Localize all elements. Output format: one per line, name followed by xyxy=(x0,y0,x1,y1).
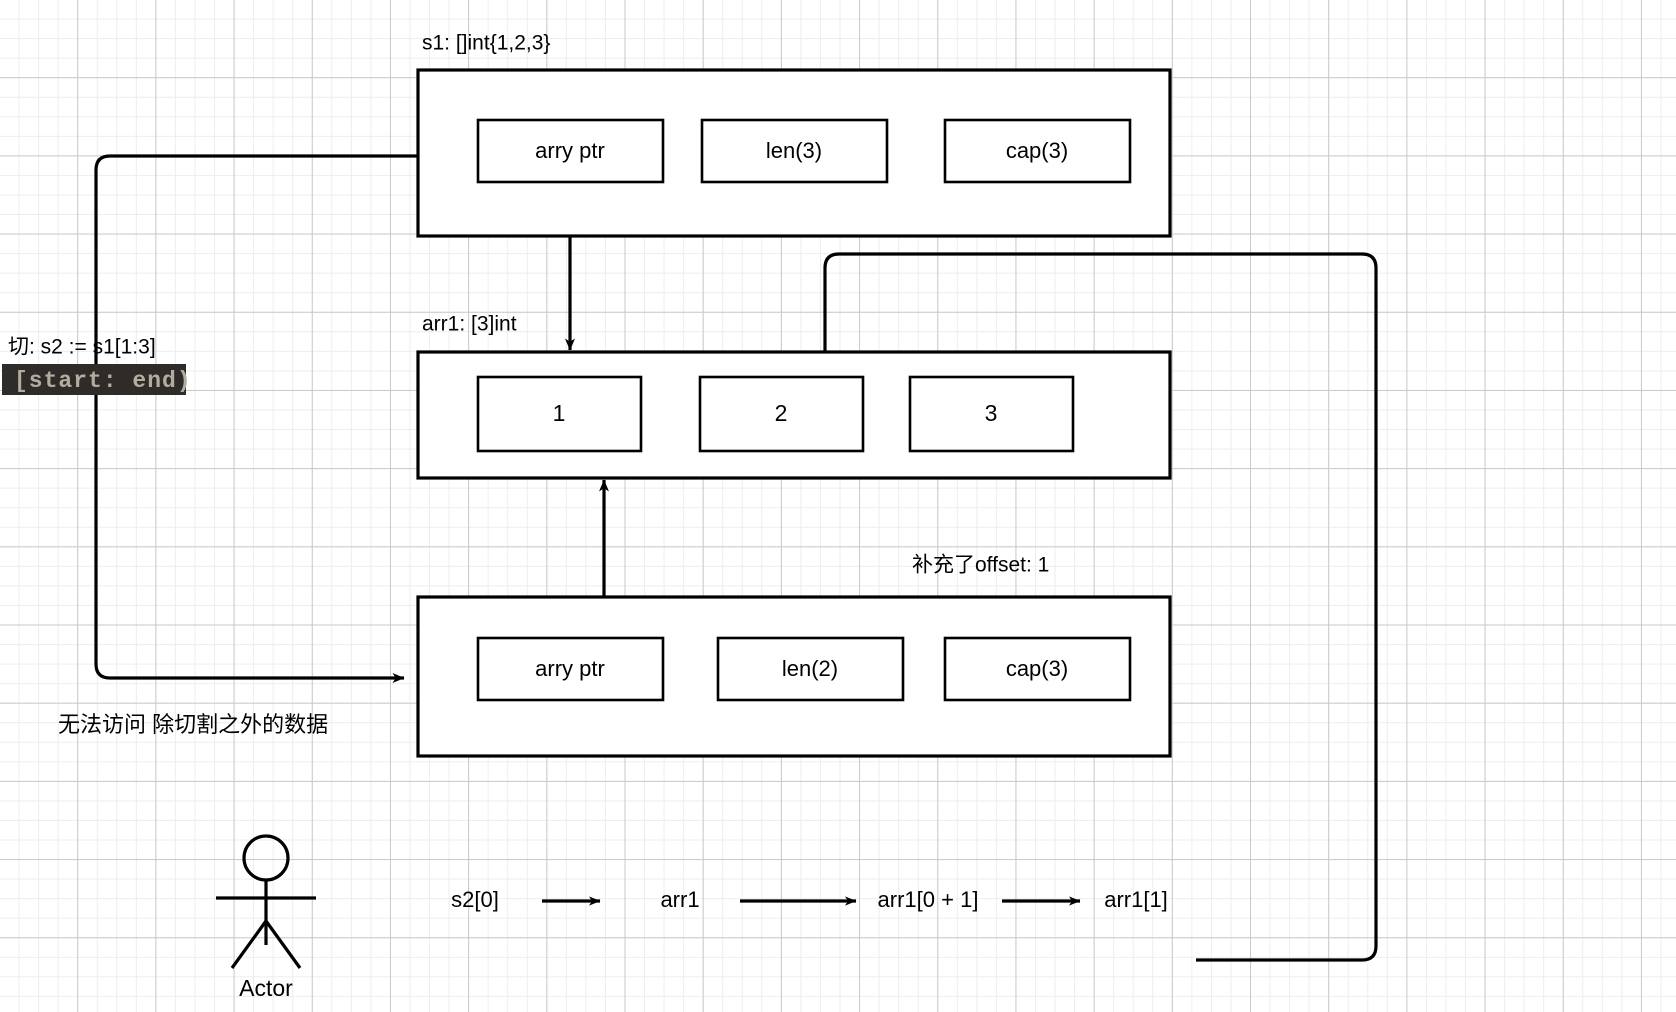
arr1-box-title: arr1: [3]int xyxy=(422,313,517,336)
connector-right-loop-to-arr1-cell2 xyxy=(820,252,1378,962)
arr1-cell-1-value: 2 xyxy=(775,400,788,426)
flow-step-2-label: arr1[0 + 1] xyxy=(878,887,979,912)
start-end-highlight-label: [start: end) xyxy=(14,368,192,394)
flow-step-1-label: arr1 xyxy=(660,887,699,912)
s2-cell-len-label: len(2) xyxy=(782,656,838,681)
s2-cell-arry-ptr-label: arry ptr xyxy=(535,656,605,681)
start-end-highlight: [start: end) xyxy=(2,364,192,395)
s1-cell-arry-ptr-label: arry ptr xyxy=(535,138,605,163)
s1-cell-arry-ptr[interactable]: arry ptr xyxy=(476,118,665,184)
actor-label: Actor xyxy=(239,975,293,1001)
arr1-cell-1[interactable]: 2 xyxy=(698,375,865,453)
s2-cell-arry-ptr-rect xyxy=(476,636,665,702)
slice-expression-note: 切: s2 := s1[1:3] xyxy=(8,336,156,359)
s1-cell-cap-label: cap(3) xyxy=(1006,138,1068,163)
flow-step-3-label: arr1[1] xyxy=(1104,887,1168,912)
s2-slice-header-box[interactable]: arry ptr len(2) cap(3) xyxy=(416,595,1172,758)
s1-cell-cap[interactable]: cap(3) xyxy=(943,118,1132,184)
s2-cell-cap-label: cap(3) xyxy=(1006,656,1068,681)
flow-sequence: s2[0] arr1 arr1[0 + 1] arr1[1] xyxy=(451,887,1168,912)
arr1-cell-0-rect xyxy=(476,375,643,453)
s1-cell-len-rect xyxy=(700,118,889,184)
arr1-cell-1-rect xyxy=(698,375,865,453)
arr1-cell-0-value: 1 xyxy=(553,400,566,426)
s2-cell-arry-ptr[interactable]: arry ptr xyxy=(476,636,665,702)
arr1-cell-2[interactable]: 3 xyxy=(908,375,1075,453)
s2-cell-len[interactable]: len(2) xyxy=(716,636,905,702)
s1-cell-arry-ptr-rect xyxy=(476,118,665,184)
actor-figure[interactable]: Actor xyxy=(216,834,316,1001)
actor-legs-icon xyxy=(230,920,302,969)
arr1-array-box[interactable]: 1 2 3 xyxy=(416,350,1172,480)
s1-cell-len[interactable]: len(3) xyxy=(700,118,889,184)
arr1-cell-2-rect xyxy=(908,375,1075,453)
s2-cell-len-rect xyxy=(716,636,905,702)
flow-step-0-label: s2[0] xyxy=(451,887,499,912)
offset-note: 补充了offset: 1 xyxy=(912,554,1049,577)
s2-cell-cap[interactable]: cap(3) xyxy=(943,636,1132,702)
s1-slice-header-box[interactable]: arry ptr len(3) cap(3) xyxy=(416,68,1172,238)
s2-cell-cap-rect xyxy=(943,636,1132,702)
s1-cell-cap-rect xyxy=(943,118,1132,184)
arr1-cell-0[interactable]: 1 xyxy=(476,375,643,453)
connector-s1-to-s2-left xyxy=(94,154,418,683)
no-access-note: 无法访问 除切割之外的数据 xyxy=(58,712,328,737)
s1-cell-len-label: len(3) xyxy=(766,138,822,163)
s1-box-title: s1: []int{1,2,3} xyxy=(422,32,550,55)
start-end-highlight-bg xyxy=(2,364,186,395)
actor-head-icon xyxy=(242,834,290,882)
arr1-cell-2-value: 3 xyxy=(985,400,998,426)
